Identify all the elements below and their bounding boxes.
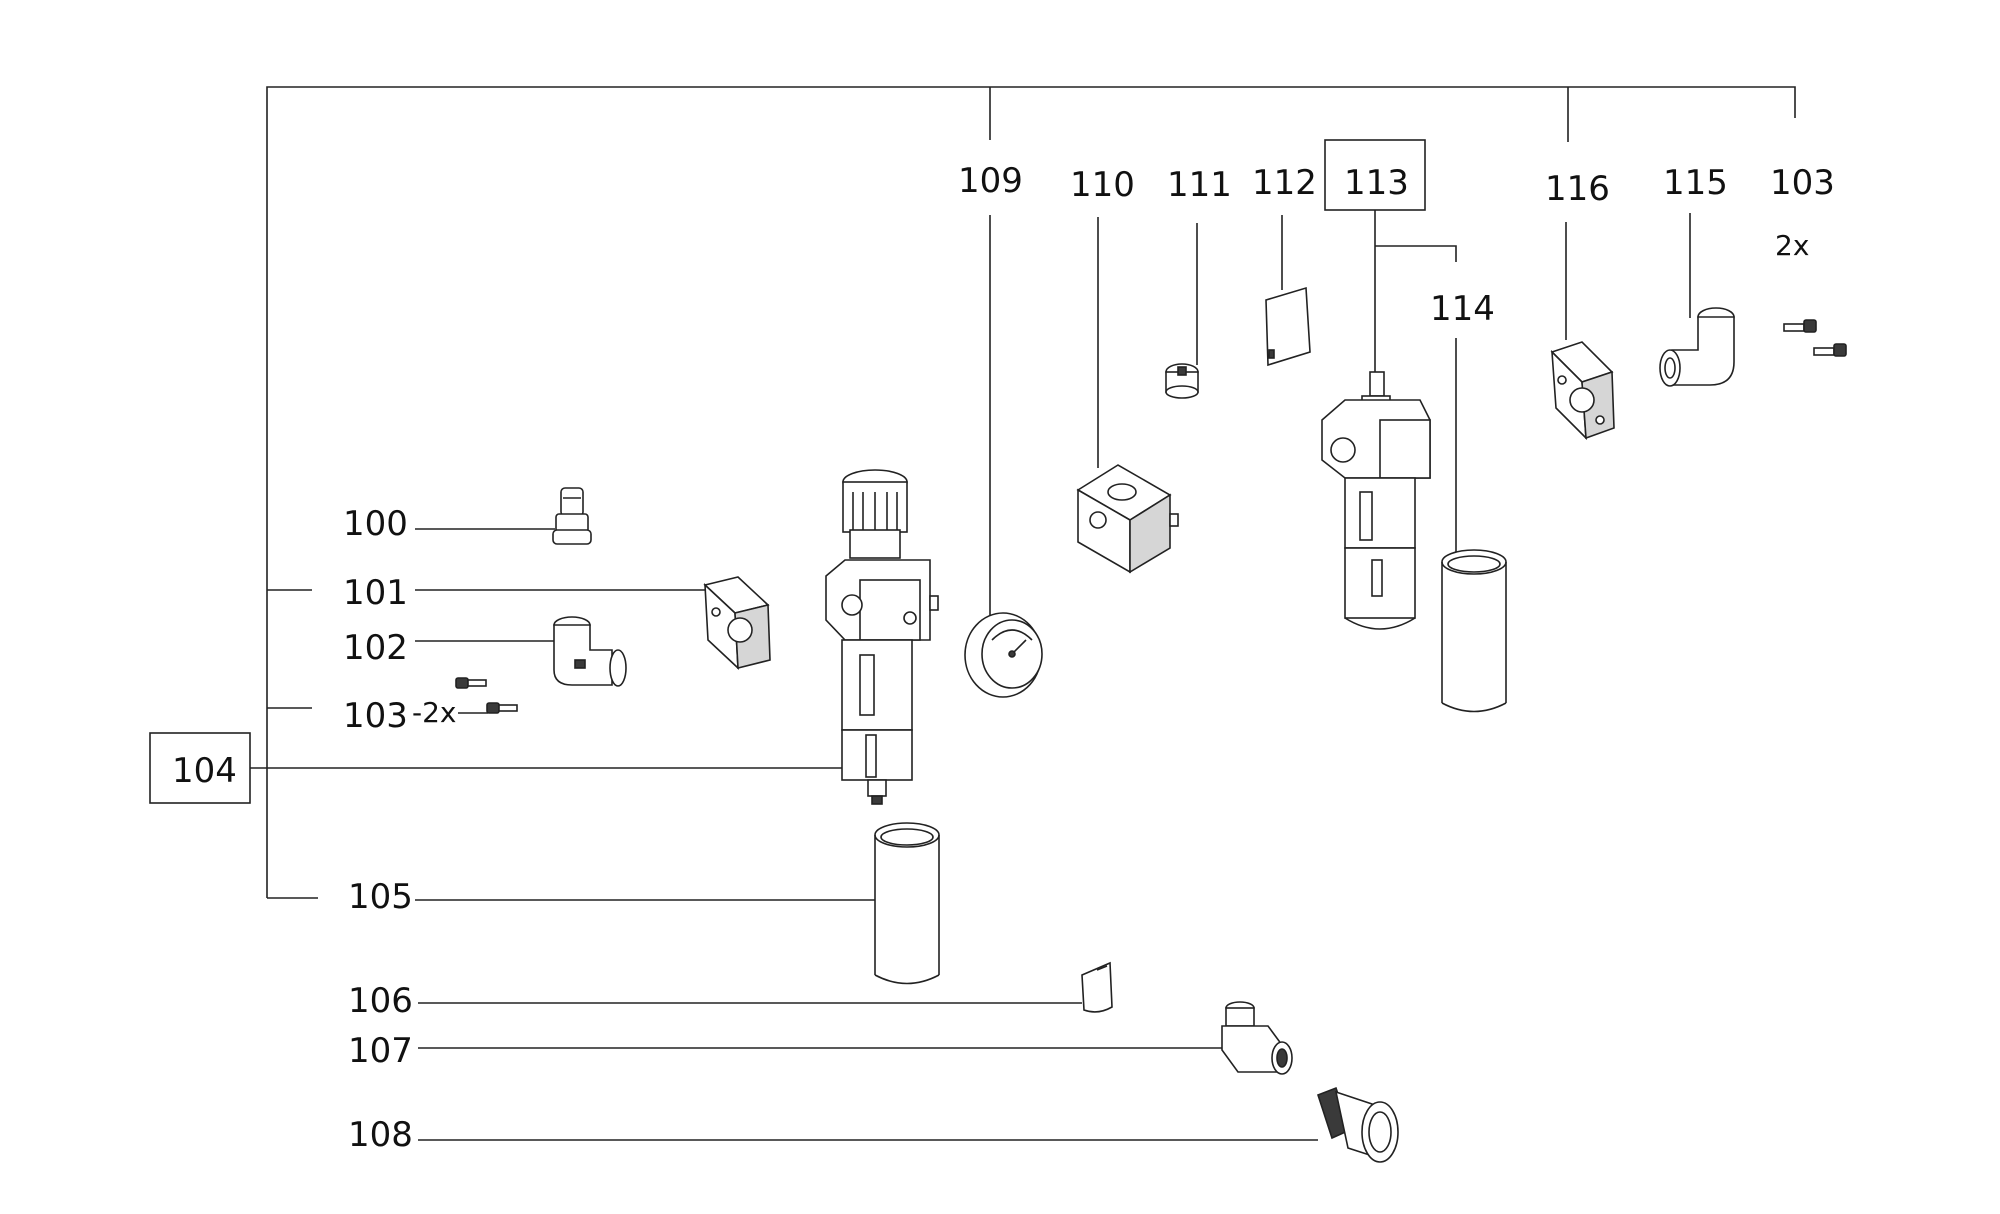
part-104-filter-regulator bbox=[825, 469, 939, 805]
part-108-quick-coupling bbox=[1317, 1086, 1399, 1163]
part-101-flange-plate bbox=[703, 576, 771, 670]
label-112: 112 bbox=[1252, 163, 1317, 203]
part-100-hose-nipple bbox=[552, 487, 592, 545]
label-109: 109 bbox=[958, 161, 1023, 201]
assembly-bracket-lines bbox=[266, 86, 1796, 899]
label-101: 101 bbox=[343, 573, 408, 613]
label-116: 116 bbox=[1545, 169, 1610, 209]
label-102: 102 bbox=[343, 628, 408, 668]
part-103-screws-left bbox=[455, 677, 518, 714]
qty-103-right: 2x bbox=[1775, 229, 1809, 262]
part-112-label-card bbox=[1265, 286, 1311, 367]
label-105: 105 bbox=[348, 877, 413, 917]
label-103-right: 103 bbox=[1770, 163, 1835, 203]
part-110-manifold-block bbox=[1076, 464, 1179, 574]
callout-104: 104 bbox=[149, 732, 842, 804]
label-100: 100 bbox=[343, 504, 408, 544]
part-109-pressure-gauge bbox=[964, 612, 1043, 698]
qty-103-left: -2x bbox=[412, 696, 457, 729]
label-111: 111 bbox=[1167, 165, 1232, 205]
part-113-lubricator bbox=[1321, 371, 1431, 630]
part-102-elbow-fitting bbox=[553, 616, 627, 687]
part-111-plug bbox=[1165, 363, 1199, 399]
label-103-left: 103 bbox=[343, 696, 408, 736]
label-108: 108 bbox=[348, 1115, 413, 1155]
label-104: 104 bbox=[172, 751, 237, 791]
part-106-shield bbox=[1081, 961, 1113, 1013]
part-103-screws-right bbox=[1783, 319, 1847, 357]
part-115-elbow-fitting bbox=[1659, 307, 1735, 387]
part-116-flange-plate bbox=[1550, 341, 1615, 441]
label-106: 106 bbox=[348, 981, 413, 1021]
part-107-valve bbox=[1221, 1001, 1293, 1075]
part-114-lubricator-bowl bbox=[1441, 549, 1507, 713]
label-114: 114 bbox=[1430, 289, 1495, 329]
part-105-filter-bowl bbox=[874, 822, 940, 985]
label-113: 113 bbox=[1344, 163, 1409, 203]
label-107: 107 bbox=[348, 1031, 413, 1071]
callout-113: 113 bbox=[1324, 139, 1457, 372]
label-115: 115 bbox=[1663, 163, 1728, 203]
label-110: 110 bbox=[1070, 165, 1135, 205]
